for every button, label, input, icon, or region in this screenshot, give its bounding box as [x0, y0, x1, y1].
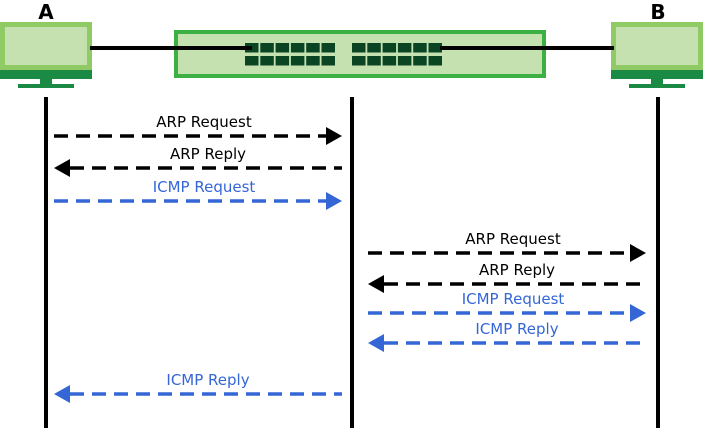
- message-label: ICMP Reply: [166, 371, 249, 389]
- switch-port: [260, 43, 274, 53]
- message-arrow: ICMP Reply: [54, 371, 342, 403]
- switch-port: [245, 56, 259, 66]
- switch-port: [306, 43, 320, 53]
- message-arrow: ICMP Request: [54, 178, 342, 210]
- arrow-left-icon: [54, 159, 70, 177]
- arrow-right-icon: [630, 304, 646, 322]
- switch-port: [352, 56, 366, 66]
- arrow-left-icon: [368, 334, 384, 352]
- switch-icon: [90, 30, 614, 78]
- node-b-label: B: [650, 0, 665, 24]
- message-label: ARP Request: [465, 230, 561, 248]
- arrow-left-icon: [54, 385, 70, 403]
- message-arrow: ICMP Reply: [368, 320, 646, 352]
- switch-port: [382, 56, 397, 66]
- message-label: ICMP Reply: [475, 320, 558, 338]
- switch-port: [367, 56, 381, 66]
- node-a-label: A: [38, 0, 54, 24]
- switch-port: [413, 56, 427, 66]
- arrow-right-icon: [630, 244, 646, 262]
- message-arrow: ARP Request: [54, 113, 342, 145]
- switch-port: [306, 56, 320, 66]
- arrow-right-icon: [326, 127, 342, 145]
- message-arrow: ARP Reply: [368, 261, 646, 293]
- switch-port: [321, 56, 335, 66]
- message-label: ICMP Request: [462, 290, 565, 308]
- switch-port: [321, 43, 335, 53]
- switch-port: [290, 43, 305, 53]
- switch-port: [352, 43, 366, 53]
- switch-port: [397, 43, 412, 53]
- switch-port: [397, 56, 412, 66]
- switch-port: [260, 56, 274, 66]
- switch-port: [275, 43, 290, 53]
- switch-port: [367, 43, 381, 53]
- computer-a-icon: [0, 22, 92, 88]
- arrow-right-icon: [326, 192, 342, 210]
- switch-port: [275, 56, 290, 66]
- computer-b-icon: [611, 22, 703, 88]
- message-arrow: ICMP Request: [368, 290, 646, 322]
- switch-port: [428, 56, 442, 66]
- switch-port: [382, 43, 397, 53]
- arrow-left-icon: [368, 275, 384, 293]
- message-arrow: ARP Request: [368, 230, 646, 262]
- message-label: ARP Reply: [479, 261, 555, 279]
- switch-port: [428, 43, 442, 53]
- switch-port: [413, 43, 427, 53]
- message-label: ARP Reply: [170, 145, 246, 163]
- message-arrow: ARP Reply: [54, 145, 342, 177]
- message-label: ARP Request: [156, 113, 252, 131]
- message-label: ICMP Request: [153, 178, 256, 196]
- switch-port: [290, 56, 305, 66]
